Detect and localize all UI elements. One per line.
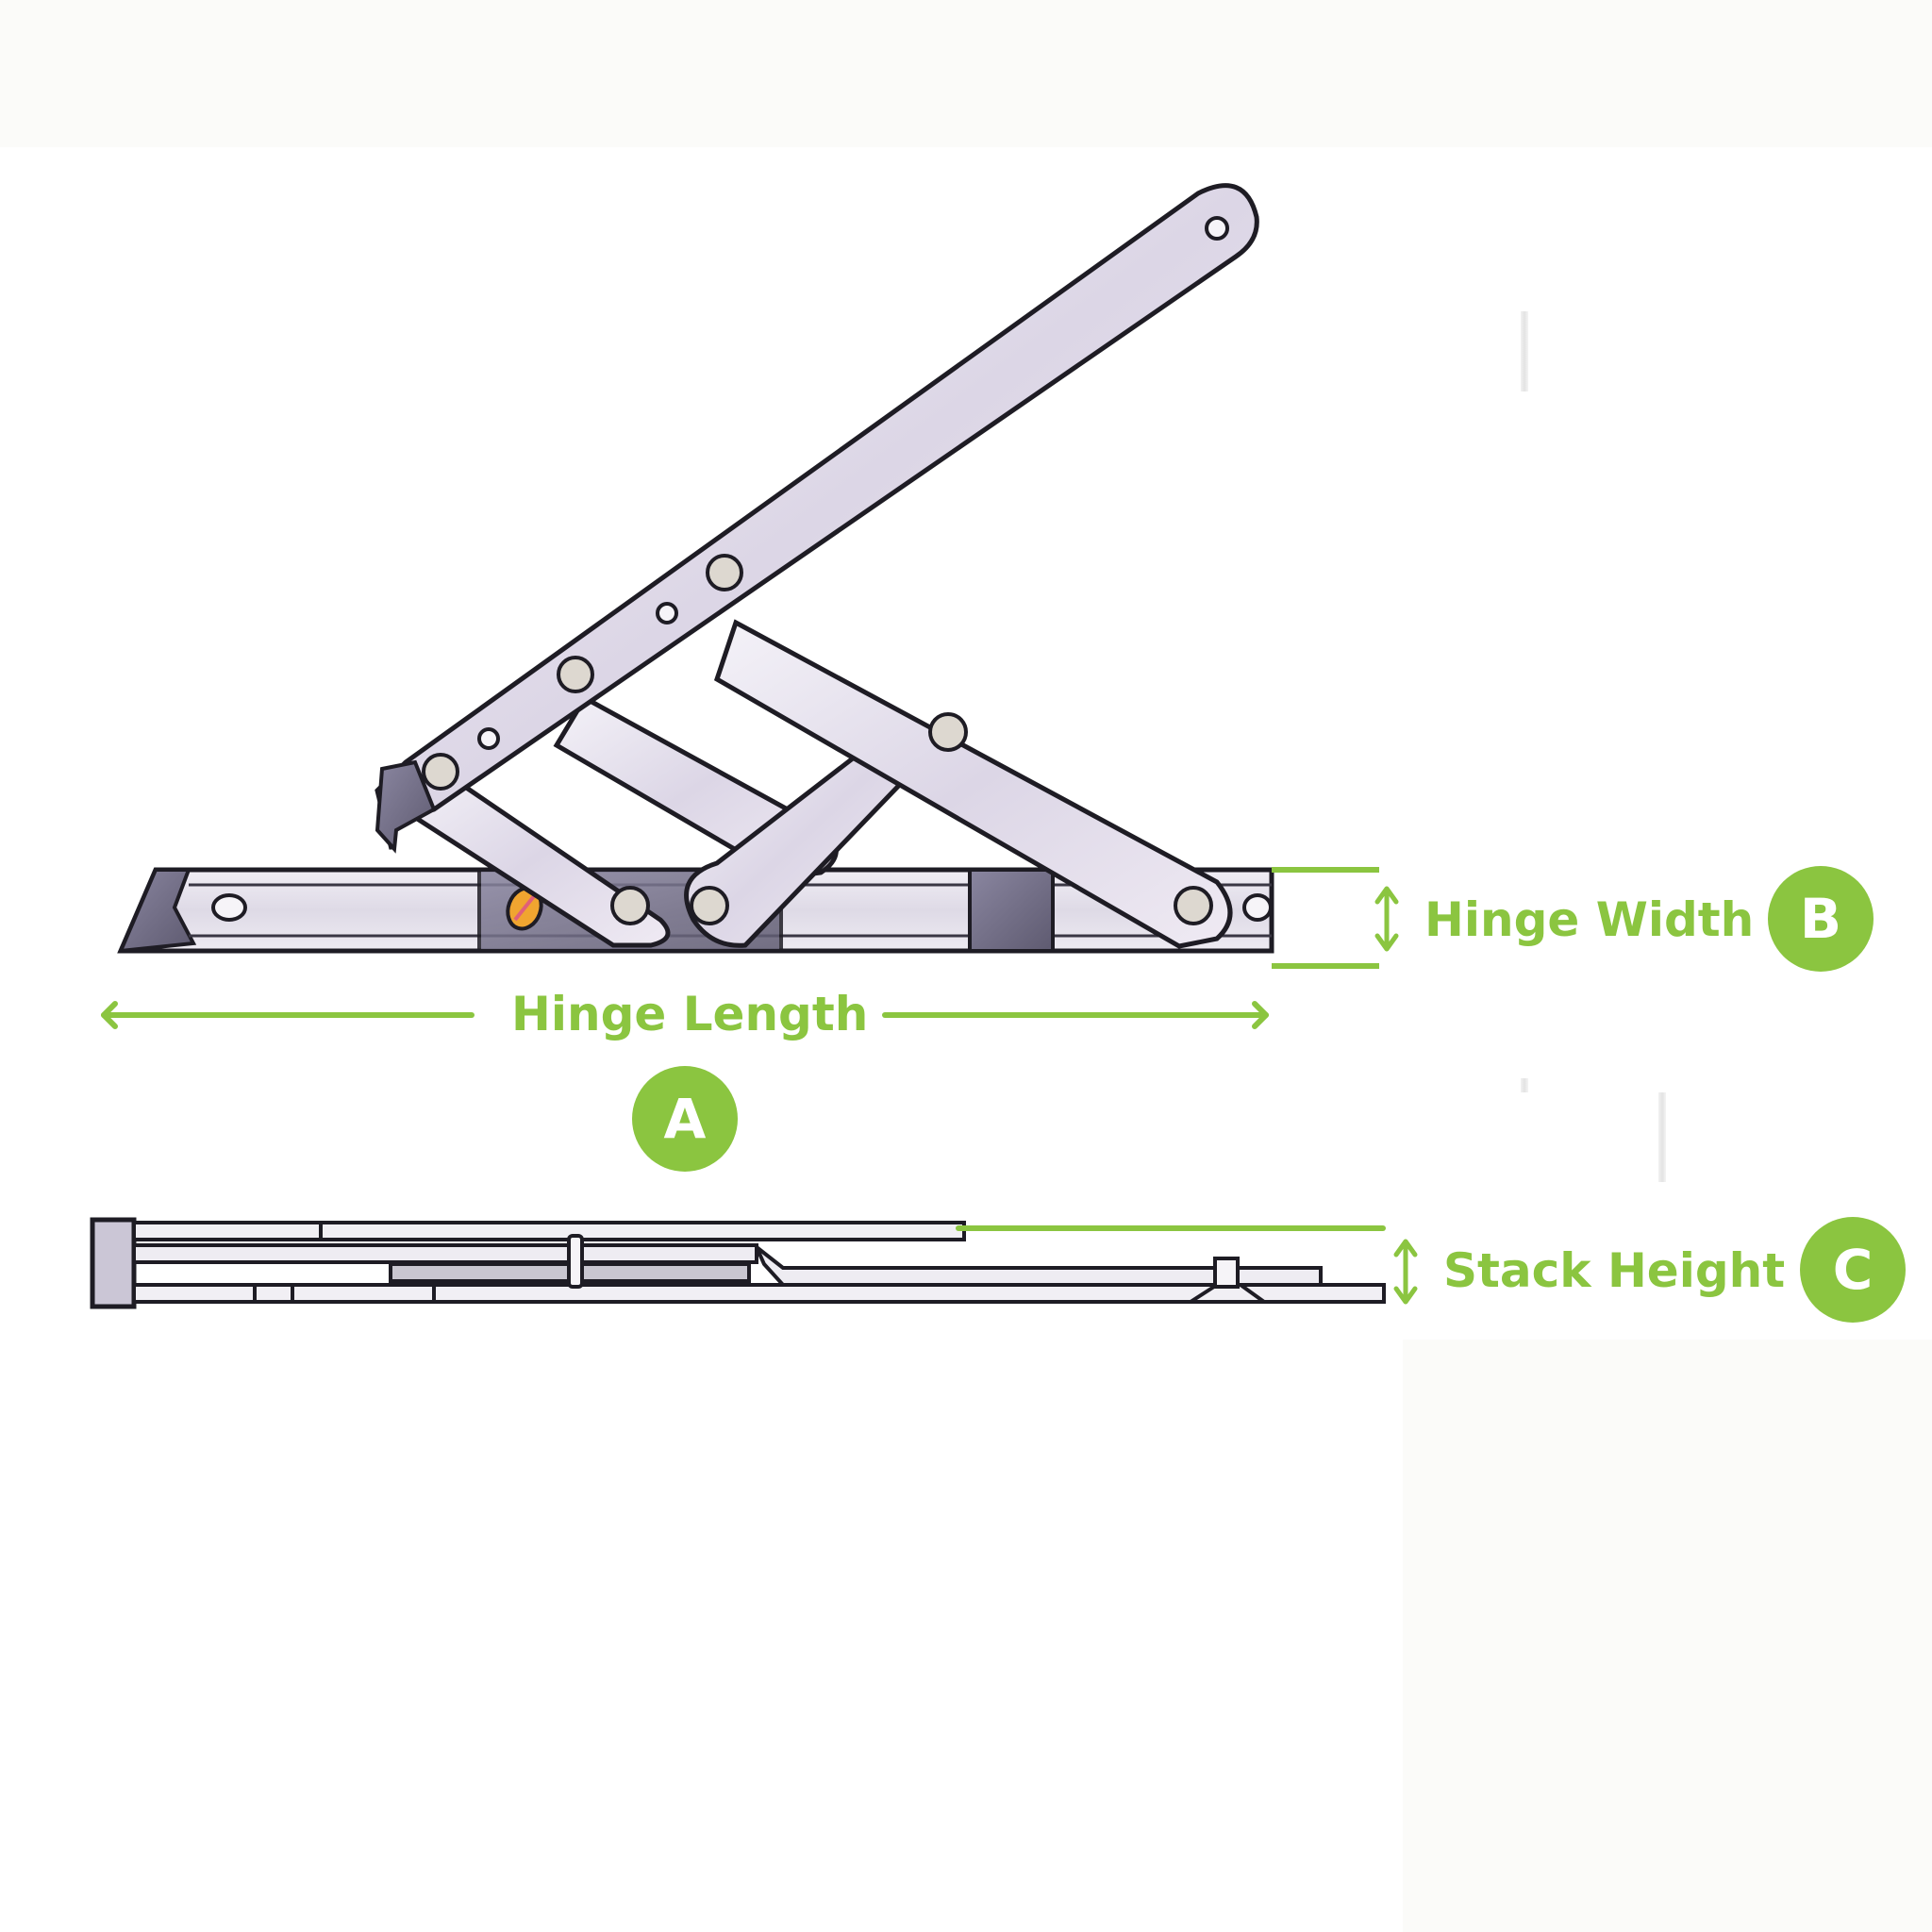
top-background-band bbox=[0, 0, 1932, 147]
bottom-right-background-band bbox=[1403, 1340, 1932, 1932]
hinge-width-dimension bbox=[1272, 867, 1399, 969]
faint-edge-mark bbox=[1521, 1078, 1528, 1092]
hinge-stack-view bbox=[90, 1217, 1386, 1309]
link-arm-3 bbox=[684, 732, 914, 948]
link-arm-1 bbox=[402, 765, 671, 948]
adjustment-screw bbox=[506, 886, 543, 931]
faint-edge-mark bbox=[1658, 1092, 1666, 1182]
hinge-width-label: Hinge Width bbox=[1424, 892, 1755, 947]
stack-height-dimension bbox=[956, 1225, 1418, 1305]
hinge-length-dimension bbox=[101, 1001, 1269, 1029]
faint-edge-mark bbox=[1521, 311, 1528, 391]
badge-a: A bbox=[632, 1066, 738, 1172]
sash-arm bbox=[375, 183, 1259, 854]
link-arm-long bbox=[713, 619, 1233, 949]
stack-height-label: Stack Height bbox=[1443, 1243, 1786, 1298]
badge-c: C bbox=[1800, 1217, 1906, 1323]
badge-b: B bbox=[1768, 866, 1874, 972]
hinge-length-label: Hinge Length bbox=[511, 987, 869, 1041]
